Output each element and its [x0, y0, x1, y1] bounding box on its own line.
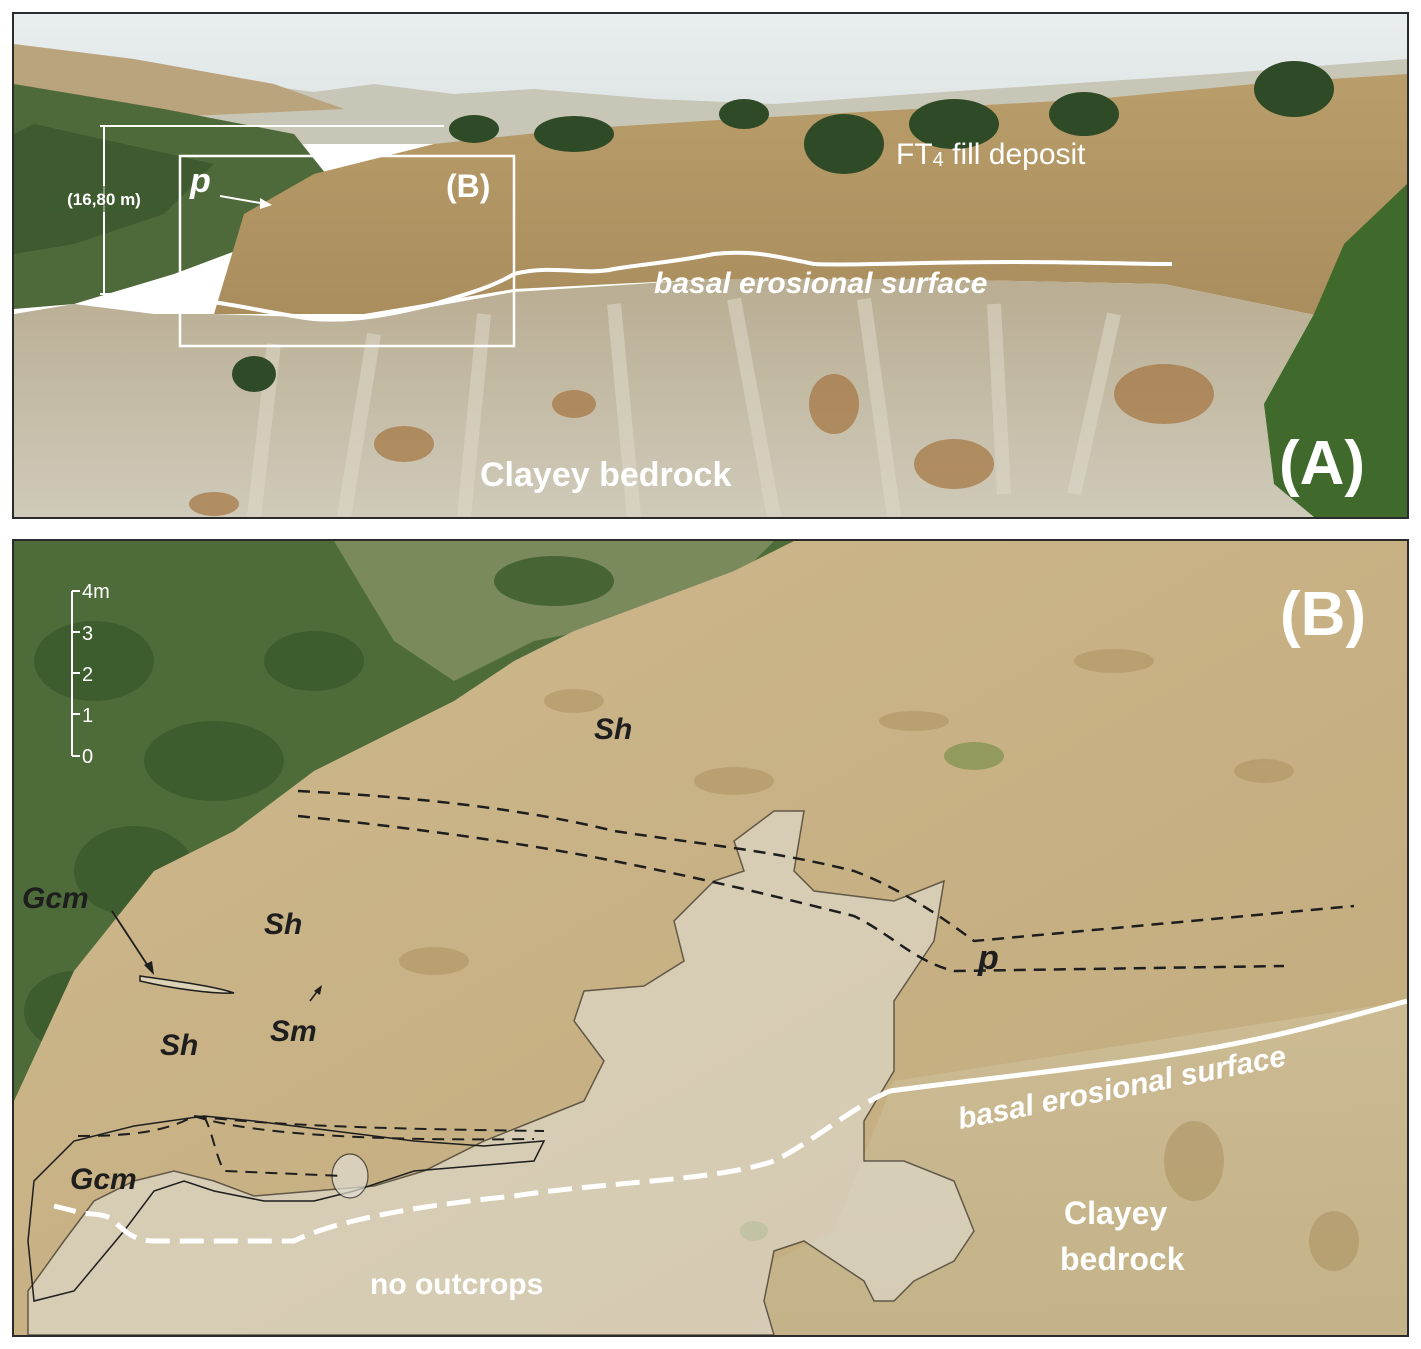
p-layer-boundaries [297, 789, 1355, 973]
no-outcrops-label: no outcrops [370, 1268, 543, 1301]
inset-label: (B) [446, 168, 490, 204]
facies-sh-low: Sh [160, 1029, 198, 1062]
facies-sh-mid: Sh [264, 908, 302, 941]
scale-tick-3: 3 [82, 623, 93, 645]
bedrock-label-line2: bedrock [1060, 1241, 1185, 1277]
gcm-upper-arrow [111, 910, 154, 975]
height-label: (16,80 m) [67, 190, 141, 209]
facies-p: p [977, 939, 999, 977]
scale-tick-4: 4m [82, 581, 110, 603]
sm-arrow [309, 985, 322, 1002]
fill-deposit-label: FT4 fill deposit [896, 138, 1086, 171]
scale-tick-0: 0 [82, 746, 93, 768]
gcm-lower-outline [27, 1115, 546, 1302]
scale-tick-2: 2 [82, 664, 93, 686]
panel-a-photo: (16,80 m) (B) p FT4 fill deposit basal e… [12, 12, 1409, 519]
basal-surface-dashed [53, 1088, 891, 1244]
panel-b-photo: 0 1 2 3 4m Sh Sh Sh Sm Gcm Gcm p basal e… [12, 539, 1409, 1337]
panel-b-scene: 0 1 2 3 4m Sh Sh Sh Sm Gcm Gcm p basal e… [14, 541, 1407, 1335]
p-arrow [219, 195, 272, 209]
panel-a-label: (A) [1279, 429, 1365, 498]
panel-a-scene: (16,80 m) (B) p FT4 fill deposit basal e… [14, 14, 1407, 517]
gcm-layer-boundaries [77, 1114, 545, 1177]
p-marker: p [189, 162, 211, 200]
basal-surface-solid [889, 998, 1407, 1094]
basal-erosional-surface-line [211, 250, 1173, 322]
bedrock-label: Clayey bedrock [480, 456, 731, 494]
panel-b-label: (B) [1280, 580, 1366, 649]
inset-box [178, 154, 516, 348]
surface-label: basal erosional surface [654, 267, 988, 300]
bedrock-label-line1: Clayey [1064, 1195, 1167, 1231]
gcm-upper-lens [139, 975, 235, 994]
scale-bar [71, 590, 80, 757]
scale-tick-1: 1 [82, 705, 93, 727]
facies-gcm-upper: Gcm [22, 882, 89, 915]
facies-sm: Sm [270, 1015, 317, 1048]
facies-gcm-lower: Gcm [70, 1163, 137, 1196]
facies-sh-top: Sh [594, 713, 632, 746]
